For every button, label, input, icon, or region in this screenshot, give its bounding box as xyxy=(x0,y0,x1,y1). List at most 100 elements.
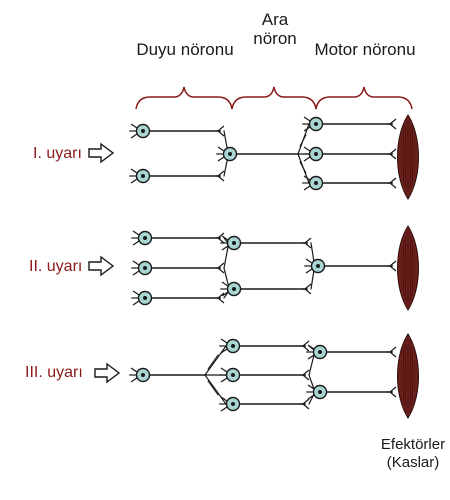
row1-motor-terminal-3 xyxy=(387,177,397,189)
row3-motor-neuron-1-nucleus xyxy=(318,350,322,354)
row2-sensory-neuron-2-dendrite xyxy=(132,260,140,266)
row1-motor-neuron-1 xyxy=(302,116,324,132)
row1-motor-neuron-2 xyxy=(302,146,324,162)
motor-neuron-header: Motor nöronu xyxy=(314,40,416,59)
row2-sensory-neuron-1-dendrite xyxy=(132,240,140,246)
sensory-neuron-header: Duyu nöronu xyxy=(136,40,234,59)
muscle-1-fiber xyxy=(402,128,405,186)
row1-motor-neuron-1-dendrite xyxy=(303,116,311,122)
row2-sensory-neuron-3-nucleus xyxy=(143,296,147,300)
row3-motor-neuron-1-dendrite xyxy=(307,354,315,360)
row1-sensory-neuron-1-dendrite xyxy=(130,133,138,139)
row3-motor-neuron-2 xyxy=(306,384,328,400)
row2-sensory-neuron-3-dendrite xyxy=(132,300,140,306)
row2-sensory-neuron-1-dendrite xyxy=(132,230,140,236)
row1-sensory-neuron-2-dendrite xyxy=(130,178,138,184)
row1-interneuron-dendrite xyxy=(217,156,225,162)
interneuron-header-line2: nöron xyxy=(253,29,297,48)
effectors-label-line2: (Kaslar) xyxy=(386,454,440,471)
row1-sensory-terminal-1 xyxy=(215,125,225,137)
row2-interneuron-1-dendrite xyxy=(221,235,229,241)
row1-motor-neuron-1-nucleus xyxy=(314,122,318,126)
row3-motor-neuron-1-dendrite xyxy=(307,344,315,350)
brace-motor xyxy=(315,86,413,110)
row2-interneuron-1-dendrite xyxy=(221,245,229,251)
stimulus-arrow-1 xyxy=(88,142,115,164)
muscle-2-fiber xyxy=(405,235,407,301)
row3-sensory-neuron-nucleus xyxy=(141,373,145,377)
row2-sensory-neuron-2-dendrite xyxy=(132,270,140,276)
row1-motor-neuron-2-dendrite xyxy=(303,156,311,162)
row3-branch-1b xyxy=(207,354,219,370)
row3-interneuron-3-dendrite xyxy=(220,406,228,412)
effectors-label-line1: Efektörler xyxy=(380,436,446,453)
row2-motor-neuron-nucleus xyxy=(316,264,320,268)
row2-interneuron-terminal-2 xyxy=(302,283,312,295)
row1-motor-neuron-2-dendrite xyxy=(303,146,311,152)
row3-sensory-neuron-dendrite xyxy=(130,367,138,373)
row2-interneuron-1-nucleus xyxy=(232,241,236,245)
row1-interneuron-dendrite xyxy=(217,146,225,152)
row3-interneuron-1-nucleus xyxy=(231,344,235,348)
row3-branch-3b xyxy=(207,380,219,396)
muscle-1-fiber xyxy=(409,124,411,190)
stimulus-label-2: II. uyarı xyxy=(29,258,83,275)
interneuron-header: Ara nöron xyxy=(240,10,310,48)
muscle-2-fiber xyxy=(402,239,405,297)
row1-motor-terminal-1 xyxy=(387,118,397,130)
row3-interneuron-1 xyxy=(219,338,241,354)
row2-sensory-terminal-1 xyxy=(215,232,225,244)
row2-sensory-neuron-3 xyxy=(131,290,153,306)
row2-link-3 xyxy=(223,267,229,285)
row3-motor-neuron-1 xyxy=(306,344,328,360)
row1-motor-neuron-3-dendrite xyxy=(303,175,311,181)
row2-sensory-neuron-3-dendrite xyxy=(132,290,140,296)
row2-sensory-neuron-1 xyxy=(131,230,153,246)
row3-interneuron-2-dendrite xyxy=(220,367,228,373)
row2-interneuron-2-dendrite xyxy=(221,281,229,287)
row3-interneuron-2-dendrite xyxy=(220,377,228,383)
row1-branch-1b xyxy=(299,134,307,147)
row3-motor-neuron-2-dendrite xyxy=(307,394,315,400)
row1-sensory-neuron-1 xyxy=(129,123,151,139)
row1-motor-neuron-3 xyxy=(302,175,324,191)
row3-motor-terminal-2 xyxy=(387,386,397,398)
row1-sensory-neuron-2 xyxy=(129,168,151,184)
row3-motor-neuron-2-dendrite xyxy=(307,384,315,390)
row1-interneuron xyxy=(216,146,238,162)
row2-sensory-neuron-2 xyxy=(131,260,153,276)
row3-sensory-neuron-dendrite xyxy=(130,377,138,383)
row3-motor-neuron-2-nucleus xyxy=(318,390,322,394)
row2-sensory-neuron-1-nucleus xyxy=(143,236,147,240)
row1-motor-neuron-3-nucleus xyxy=(314,181,318,185)
row2-converge-1 xyxy=(310,242,315,263)
row2-interneuron-1 xyxy=(220,235,242,251)
row1-sensory-neuron-2-dendrite xyxy=(130,168,138,174)
row1-sensory-neuron-1-nucleus xyxy=(141,129,145,133)
row1-sensory-neuron-1-dendrite xyxy=(130,123,138,129)
row3-interneuron-3-nucleus xyxy=(231,402,235,406)
row2-interneuron-2-dendrite xyxy=(221,291,229,297)
row1-sensory-neuron-2-nucleus xyxy=(141,174,145,178)
row2-link-2 xyxy=(223,246,229,269)
muscle-3-fiber xyxy=(411,347,414,405)
row3-branch-3 xyxy=(204,374,227,405)
row3-interneuron-terminal-3 xyxy=(300,398,310,410)
stimulus-arrow-2 xyxy=(88,255,115,277)
row2-motor-neuron-dendrite xyxy=(305,268,313,274)
muscle-1-fiber xyxy=(405,124,407,190)
row3-converge-2 xyxy=(308,354,315,376)
stimulus-label-1: I. uyarı xyxy=(33,145,82,162)
muscle-2-fiber xyxy=(411,239,414,297)
row2-sensory-terminal-2 xyxy=(215,262,225,274)
row3-interneuron-terminal-1 xyxy=(300,340,310,352)
muscle-2-fiber xyxy=(409,235,411,301)
brace-sensory xyxy=(135,86,233,110)
row1-interneuron-nucleus xyxy=(228,152,232,156)
row3-interneuron-3-dendrite xyxy=(220,396,228,402)
row2-motor-neuron xyxy=(304,258,326,274)
row1-branch-3b xyxy=(299,161,307,174)
muscle-3-fiber xyxy=(409,343,411,409)
row2-interneuron-2-nucleus xyxy=(232,287,236,291)
stimulus-label-3: III. uyarı xyxy=(25,364,83,381)
